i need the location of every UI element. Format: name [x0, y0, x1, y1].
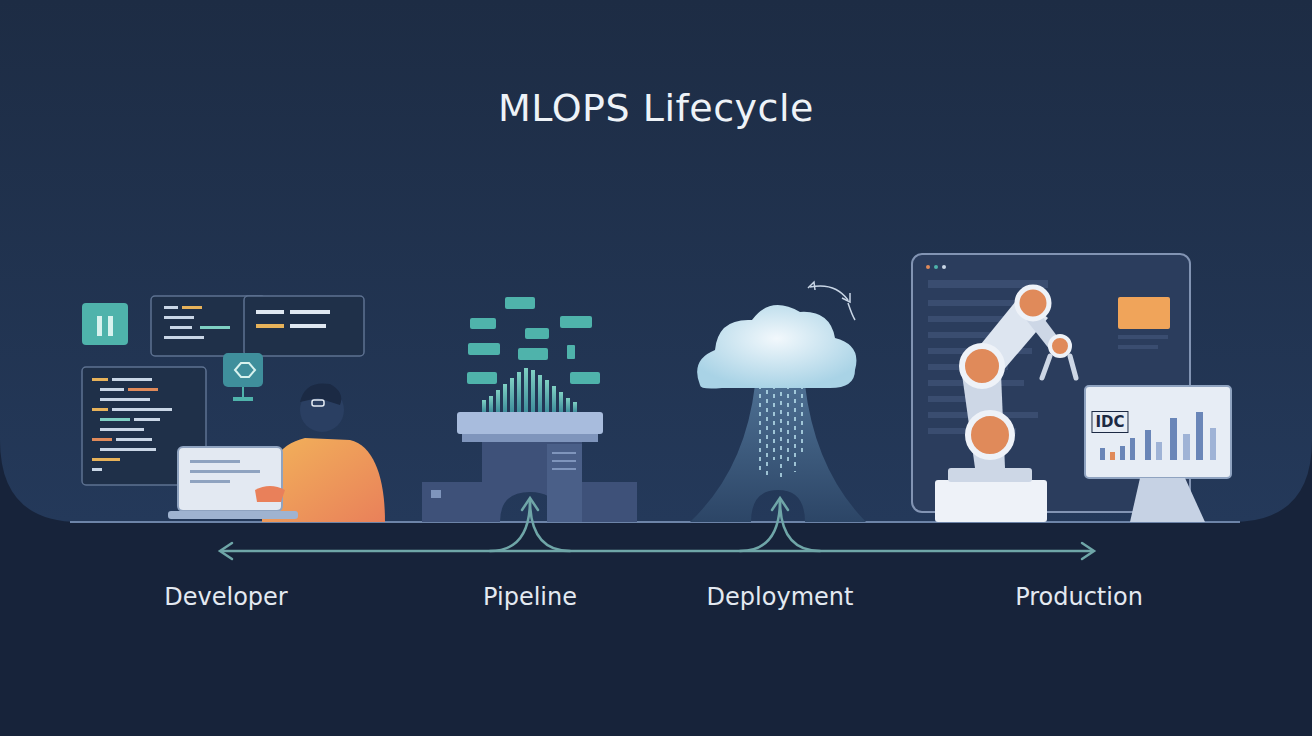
stage-label: Developer — [164, 583, 287, 611]
stage-label: Deployment — [707, 583, 854, 611]
diagram-title: MLOPS Lifecycle — [498, 86, 814, 130]
screen-label: IDC — [1091, 411, 1128, 433]
stage-label: Pipeline — [483, 583, 577, 611]
stage-label: Production — [1015, 583, 1143, 611]
